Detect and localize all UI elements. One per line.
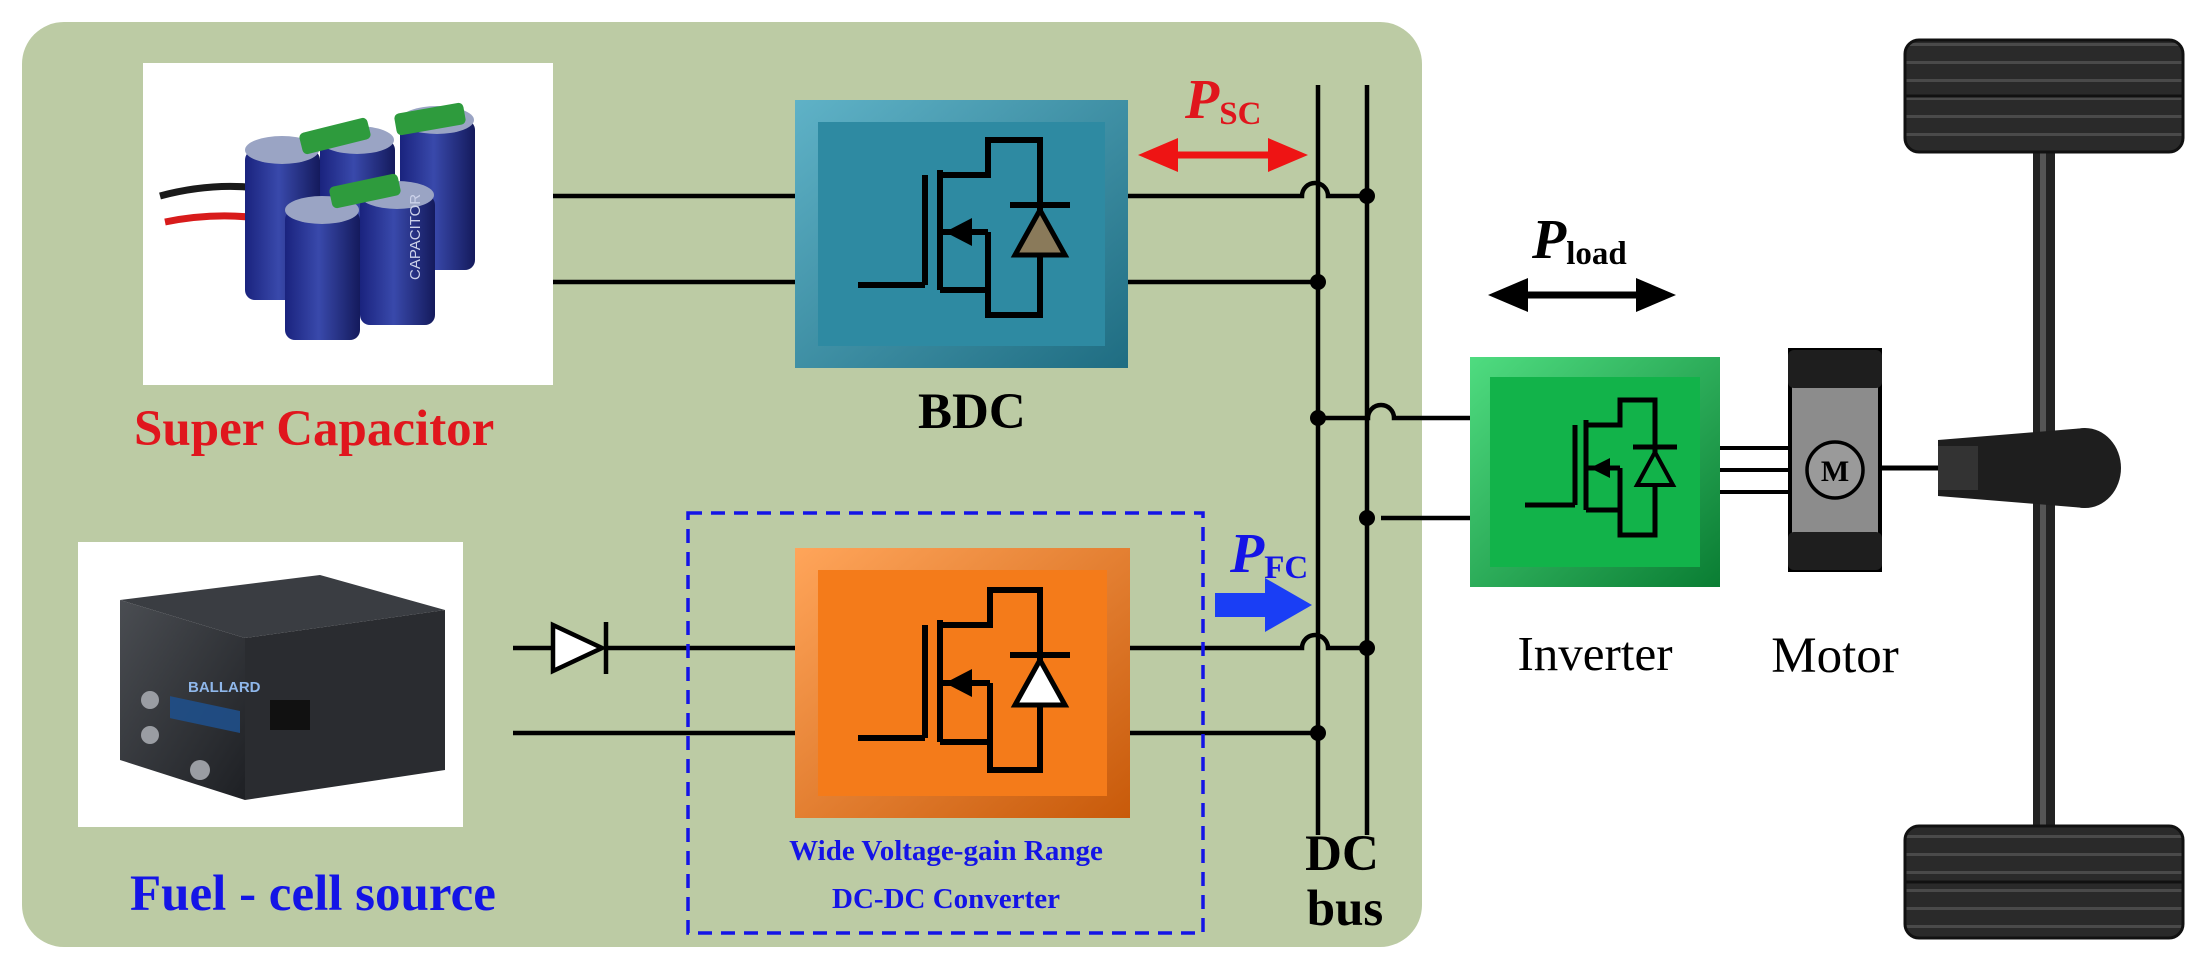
bus-junctions — [1310, 188, 1375, 741]
converter-dashed-frame — [686, 511, 1205, 935]
dcdc-converter-block — [795, 548, 1130, 818]
supercapacitor-label: Super Capacitor — [134, 401, 494, 457]
supercapacitor-image: CAPACITOR — [143, 63, 553, 385]
pfc-arrow — [1215, 578, 1312, 632]
inverter-label: Inverter — [1517, 626, 1672, 681]
fuelcell-image: BALLARD — [78, 542, 463, 827]
bdc-label: BDC — [918, 384, 1026, 440]
psc-label: PSC — [1184, 69, 1261, 132]
diode-icon — [550, 621, 609, 675]
three-phase-lines — [1720, 446, 1790, 494]
motor-label: Motor — [1771, 628, 1899, 684]
bdc-block — [795, 100, 1128, 368]
differential-icon — [1938, 428, 2121, 508]
inverter-block — [1470, 357, 1720, 587]
pload-label: Pload — [1531, 209, 1627, 272]
fuelcell-label: Fuel - cell source — [130, 866, 496, 922]
dc-label: DC — [1305, 826, 1379, 882]
fuelcell-brand-text: BALLARD — [188, 679, 261, 696]
converter-label-line1: Wide Voltage-gain Range — [789, 835, 1103, 867]
bus-label: bus — [1307, 881, 1384, 937]
pfc-label: PFC — [1229, 523, 1308, 586]
capacitor-brand-text: CAPACITOR — [407, 194, 424, 280]
motor-symbol: M — [1821, 455, 1849, 488]
motor-icon: M — [1788, 348, 1882, 572]
pload-arrow — [1488, 278, 1676, 312]
psc-arrow — [1138, 138, 1308, 172]
converter-label-line2: DC-DC Converter — [832, 883, 1060, 915]
wiring — [513, 85, 1470, 835]
